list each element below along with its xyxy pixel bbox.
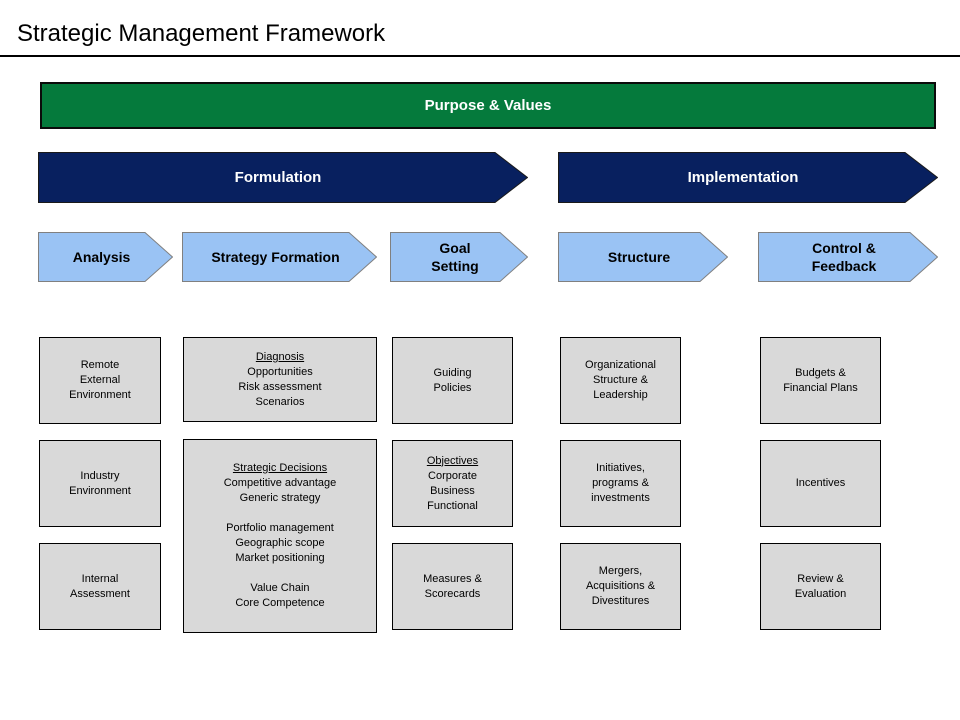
phase-arrow-formulation: Formulation xyxy=(38,152,528,203)
box-text: Organizational Structure & Leadership xyxy=(585,359,656,401)
box-text: Industry Environment xyxy=(69,469,131,497)
box-text: Corporate Business Functional xyxy=(427,469,478,512)
box-heading: Diagnosis xyxy=(255,350,305,363)
box-initiatives-programs-investments: Initiatives, programs & investments xyxy=(560,440,681,527)
phase-arrow-implementation: Implementation xyxy=(558,152,938,203)
box-text: Budgets & Financial Plans xyxy=(783,366,858,394)
box-objectives: Objectives Corporate Business Functional xyxy=(392,440,513,527)
box-text: Initiatives, programs & investments xyxy=(591,462,650,504)
box-heading: Strategic Decisions xyxy=(232,462,328,474)
step-arrow-analysis: Analysis xyxy=(38,232,173,282)
step-arrow-structure: Structure xyxy=(558,232,728,282)
box-guiding-policies: Guiding Policies xyxy=(392,337,513,424)
right-arrow-shape xyxy=(390,232,528,282)
box-text: Incentives xyxy=(795,477,846,489)
box-text: Remote External Environment xyxy=(69,359,131,401)
step-label: Structure xyxy=(607,248,671,265)
step-label: Strategy Formation xyxy=(211,248,340,265)
box-strategic-decisions: Strategic Decisions Competitive advantag… xyxy=(183,439,377,633)
right-arrow-shape xyxy=(758,232,938,282)
box-text: Measures & Scorecards xyxy=(423,572,482,600)
purpose-values-banner: Purpose & Values xyxy=(40,82,936,129)
box-review-evaluation: Review & Evaluation xyxy=(760,543,881,630)
box-incentives: Incentives xyxy=(760,440,881,527)
page-title: Strategic Management Framework xyxy=(17,20,386,47)
phase-label: Formulation xyxy=(234,168,322,186)
step-arrow-goal-setting: Goal Setting xyxy=(390,232,528,282)
right-arrow-shape xyxy=(182,232,377,282)
box-industry-environment: Industry Environment xyxy=(39,440,161,527)
box-budgets-financial-plans: Budgets & Financial Plans xyxy=(760,337,881,424)
box-measures-scorecards: Measures & Scorecards xyxy=(392,543,513,630)
right-arrow-shape xyxy=(558,232,728,282)
box-text: Competitive advantage Generic strategy P… xyxy=(223,477,337,609)
box-organizational-structure-leadership: Organizational Structure & Leadership xyxy=(560,337,681,424)
phase-label: Implementation xyxy=(687,168,799,186)
box-remote-external-environment: Remote External Environment xyxy=(39,337,161,424)
box-heading: Objectives xyxy=(426,454,479,467)
box-text: Guiding Policies xyxy=(433,366,472,394)
box-text: Internal Assessment xyxy=(70,572,130,600)
right-arrow-shape xyxy=(38,232,173,282)
right-arrow-shape xyxy=(38,152,528,203)
box-mergers-acquisitions-divestitures: Mergers, Acquisitions & Divestitures xyxy=(560,543,681,630)
step-arrow-strategy-formation: Strategy Formation xyxy=(182,232,377,282)
step-label: Control & Feedback xyxy=(811,239,877,274)
step-label: Goal Setting xyxy=(431,239,479,274)
box-internal-assessment: Internal Assessment xyxy=(39,543,161,630)
box-text: Opportunities Risk assessment Scenarios xyxy=(238,365,322,408)
step-arrow-control-feedback: Control & Feedback xyxy=(758,232,938,282)
box-diagnosis: Diagnosis Opportunities Risk assessment … xyxy=(183,337,377,422)
box-text: Review & Evaluation xyxy=(794,572,847,600)
right-arrow-shape xyxy=(558,152,938,203)
step-label: Analysis xyxy=(72,248,131,265)
box-text: Mergers, Acquisitions & Divestitures xyxy=(585,565,656,607)
purpose-values-label: Purpose & Values xyxy=(424,97,552,114)
title-divider xyxy=(0,55,960,57)
